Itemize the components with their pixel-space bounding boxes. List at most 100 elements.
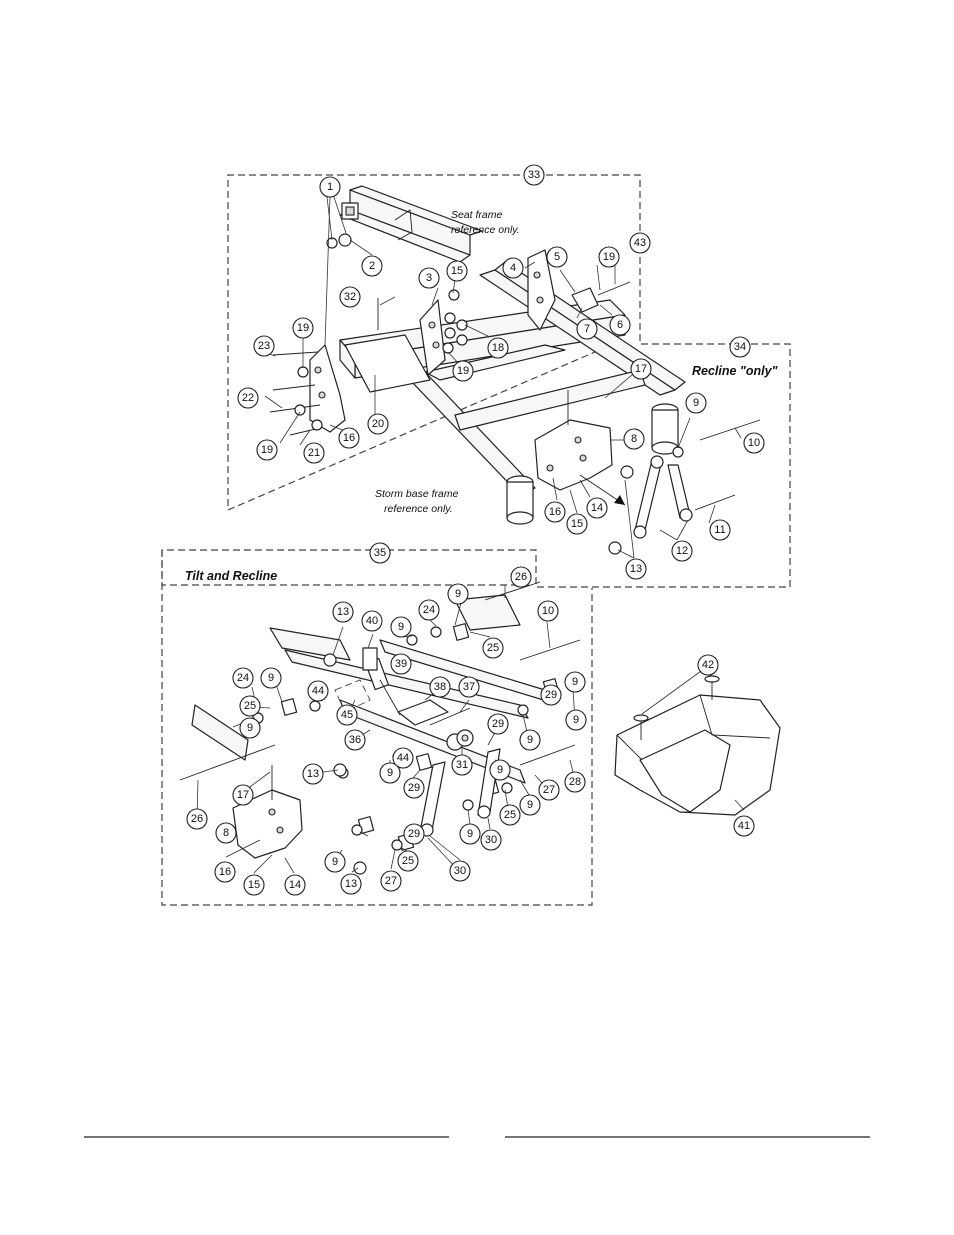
- callout-c41: 41: [733, 815, 755, 837]
- callout-c27a: 27: [538, 779, 560, 801]
- callout-c25b: 25: [239, 695, 261, 717]
- callout-c16c: 16: [214, 861, 236, 883]
- callout-c15c: 15: [243, 874, 265, 896]
- recline-only-title: Recline "only": [692, 364, 779, 378]
- callout-c9i: 9: [379, 762, 401, 784]
- tilt-recline-title: Tilt and Recline: [185, 569, 277, 583]
- callout-c12: 12: [671, 540, 693, 562]
- callout-c23-label: 23: [258, 340, 270, 352]
- callout-c13a: 13: [625, 558, 647, 580]
- seat-frame-note-line2: reference only.: [451, 224, 520, 236]
- callout-c26a-label: 26: [515, 571, 527, 583]
- callout-c9l: 9: [459, 823, 481, 845]
- callout-c9g: 9: [565, 709, 587, 731]
- callout-c32: 32: [339, 286, 361, 308]
- bolt-43: [597, 281, 631, 296]
- callout-c9g-label: 9: [573, 714, 579, 726]
- callout-c9h: 9: [519, 729, 541, 751]
- callout-c9i-label: 9: [387, 767, 393, 779]
- callout-c19b-label: 19: [297, 322, 309, 334]
- callout-c24b: 24: [232, 667, 254, 689]
- callout-c26b-label: 26: [191, 813, 203, 825]
- callout-c1: 1: [319, 176, 341, 198]
- callout-c24b-label: 24: [237, 672, 249, 684]
- seat-frame-note-line1: Seat frame: [451, 209, 503, 221]
- mount-plate: [344, 334, 431, 393]
- callout-c8a-label: 8: [631, 433, 637, 445]
- callout-c2-label: 2: [369, 260, 375, 272]
- callout-c9e-label: 9: [572, 676, 578, 688]
- callout-c24a-label: 24: [423, 604, 435, 616]
- callout-c19b: 19: [292, 317, 314, 339]
- callout-panel-recline-only: 34: [729, 336, 751, 358]
- callout-c17b: 17: [232, 784, 254, 806]
- callout-panel-tilt-recline: 35: [369, 542, 391, 564]
- recline-bracket: [534, 419, 613, 491]
- callout-c20-label: 20: [372, 418, 384, 430]
- callout-c4-label: 4: [510, 262, 516, 274]
- callout-c37-label: 37: [463, 681, 475, 693]
- callout-c14b-label: 14: [289, 879, 301, 891]
- callout-c9d: 9: [260, 667, 282, 689]
- callout-c11-label: 11: [714, 524, 725, 536]
- callout-c26b: 26: [186, 808, 208, 830]
- callout-panel-storm-frame-label: 33: [528, 169, 540, 181]
- callout-c13b: 13: [332, 601, 354, 623]
- callout-c19d: 19: [256, 439, 278, 461]
- callout-c8a: 8: [623, 428, 645, 450]
- callout-c42: 42: [697, 654, 719, 676]
- callout-c14a: 14: [586, 497, 608, 519]
- callout-c9k-label: 9: [527, 799, 533, 811]
- callout-c13b-label: 13: [337, 606, 349, 618]
- callout-c13c: 13: [302, 763, 324, 785]
- callout-c9m-label: 9: [332, 856, 338, 868]
- callout-c30b: 30: [449, 860, 471, 882]
- callout-c9l-label: 9: [467, 828, 473, 840]
- bolts-left: [269, 351, 323, 436]
- base-frame-note-line1: Storm base frame: [375, 488, 459, 500]
- callout-c29d-label: 29: [408, 828, 420, 840]
- callout-panel-tilt-recline-label: 35: [374, 547, 386, 559]
- callout-c14a-label: 14: [591, 502, 603, 514]
- callout-c25c: 25: [499, 804, 521, 826]
- callout-c13c-label: 13: [307, 768, 319, 780]
- shroud-knob-left: [633, 714, 649, 740]
- callout-c9e: 9: [564, 671, 586, 693]
- callout-c16b-label: 16: [549, 506, 561, 518]
- callout-c29c: 29: [403, 777, 425, 799]
- callout-c16a-label: 16: [343, 432, 355, 444]
- callout-c29d: 29: [403, 823, 425, 845]
- callout-c16a: 16: [338, 427, 360, 449]
- callout-c19c: 19: [452, 360, 474, 382]
- callout-c44b: 44: [392, 747, 414, 769]
- shroud-cover: [614, 675, 781, 816]
- callout-panel-recline-only-label: 34: [734, 341, 746, 353]
- callout-c10a: 10: [743, 432, 765, 454]
- callout-c11: 11: [709, 519, 731, 541]
- callout-c12-label: 12: [676, 545, 688, 557]
- panel-33-border: [161, 174, 791, 588]
- callout-c9c: 9: [390, 616, 412, 638]
- callout-c26a: 26: [510, 566, 532, 588]
- centre-bracket: [419, 299, 446, 376]
- nuts-group: [442, 289, 468, 354]
- callout-c15c-label: 15: [248, 879, 260, 891]
- callout-c36-label: 36: [349, 734, 361, 746]
- callout-c29c-label: 29: [408, 782, 420, 794]
- callout-c39-label: 39: [395, 658, 407, 670]
- callout-c15b-label: 15: [571, 518, 583, 530]
- callout-c18: 18: [487, 337, 509, 359]
- callout-c19a: 19: [598, 246, 620, 268]
- pivot-block: [397, 699, 449, 726]
- callout-c9j-label: 9: [497, 764, 503, 776]
- panel-tilt-recline: Tilt and Recline: [161, 550, 593, 906]
- callout-c15a-label: 15: [451, 265, 463, 277]
- callout-c9m: 9: [324, 851, 346, 873]
- callout-c2: 2: [361, 255, 383, 277]
- callout-c17b-label: 17: [237, 789, 249, 801]
- callout-c44a: 44: [307, 680, 329, 702]
- callout-c6: 6: [609, 314, 631, 336]
- callout-c18-label: 18: [492, 342, 504, 354]
- callout-c9j: 9: [489, 759, 511, 781]
